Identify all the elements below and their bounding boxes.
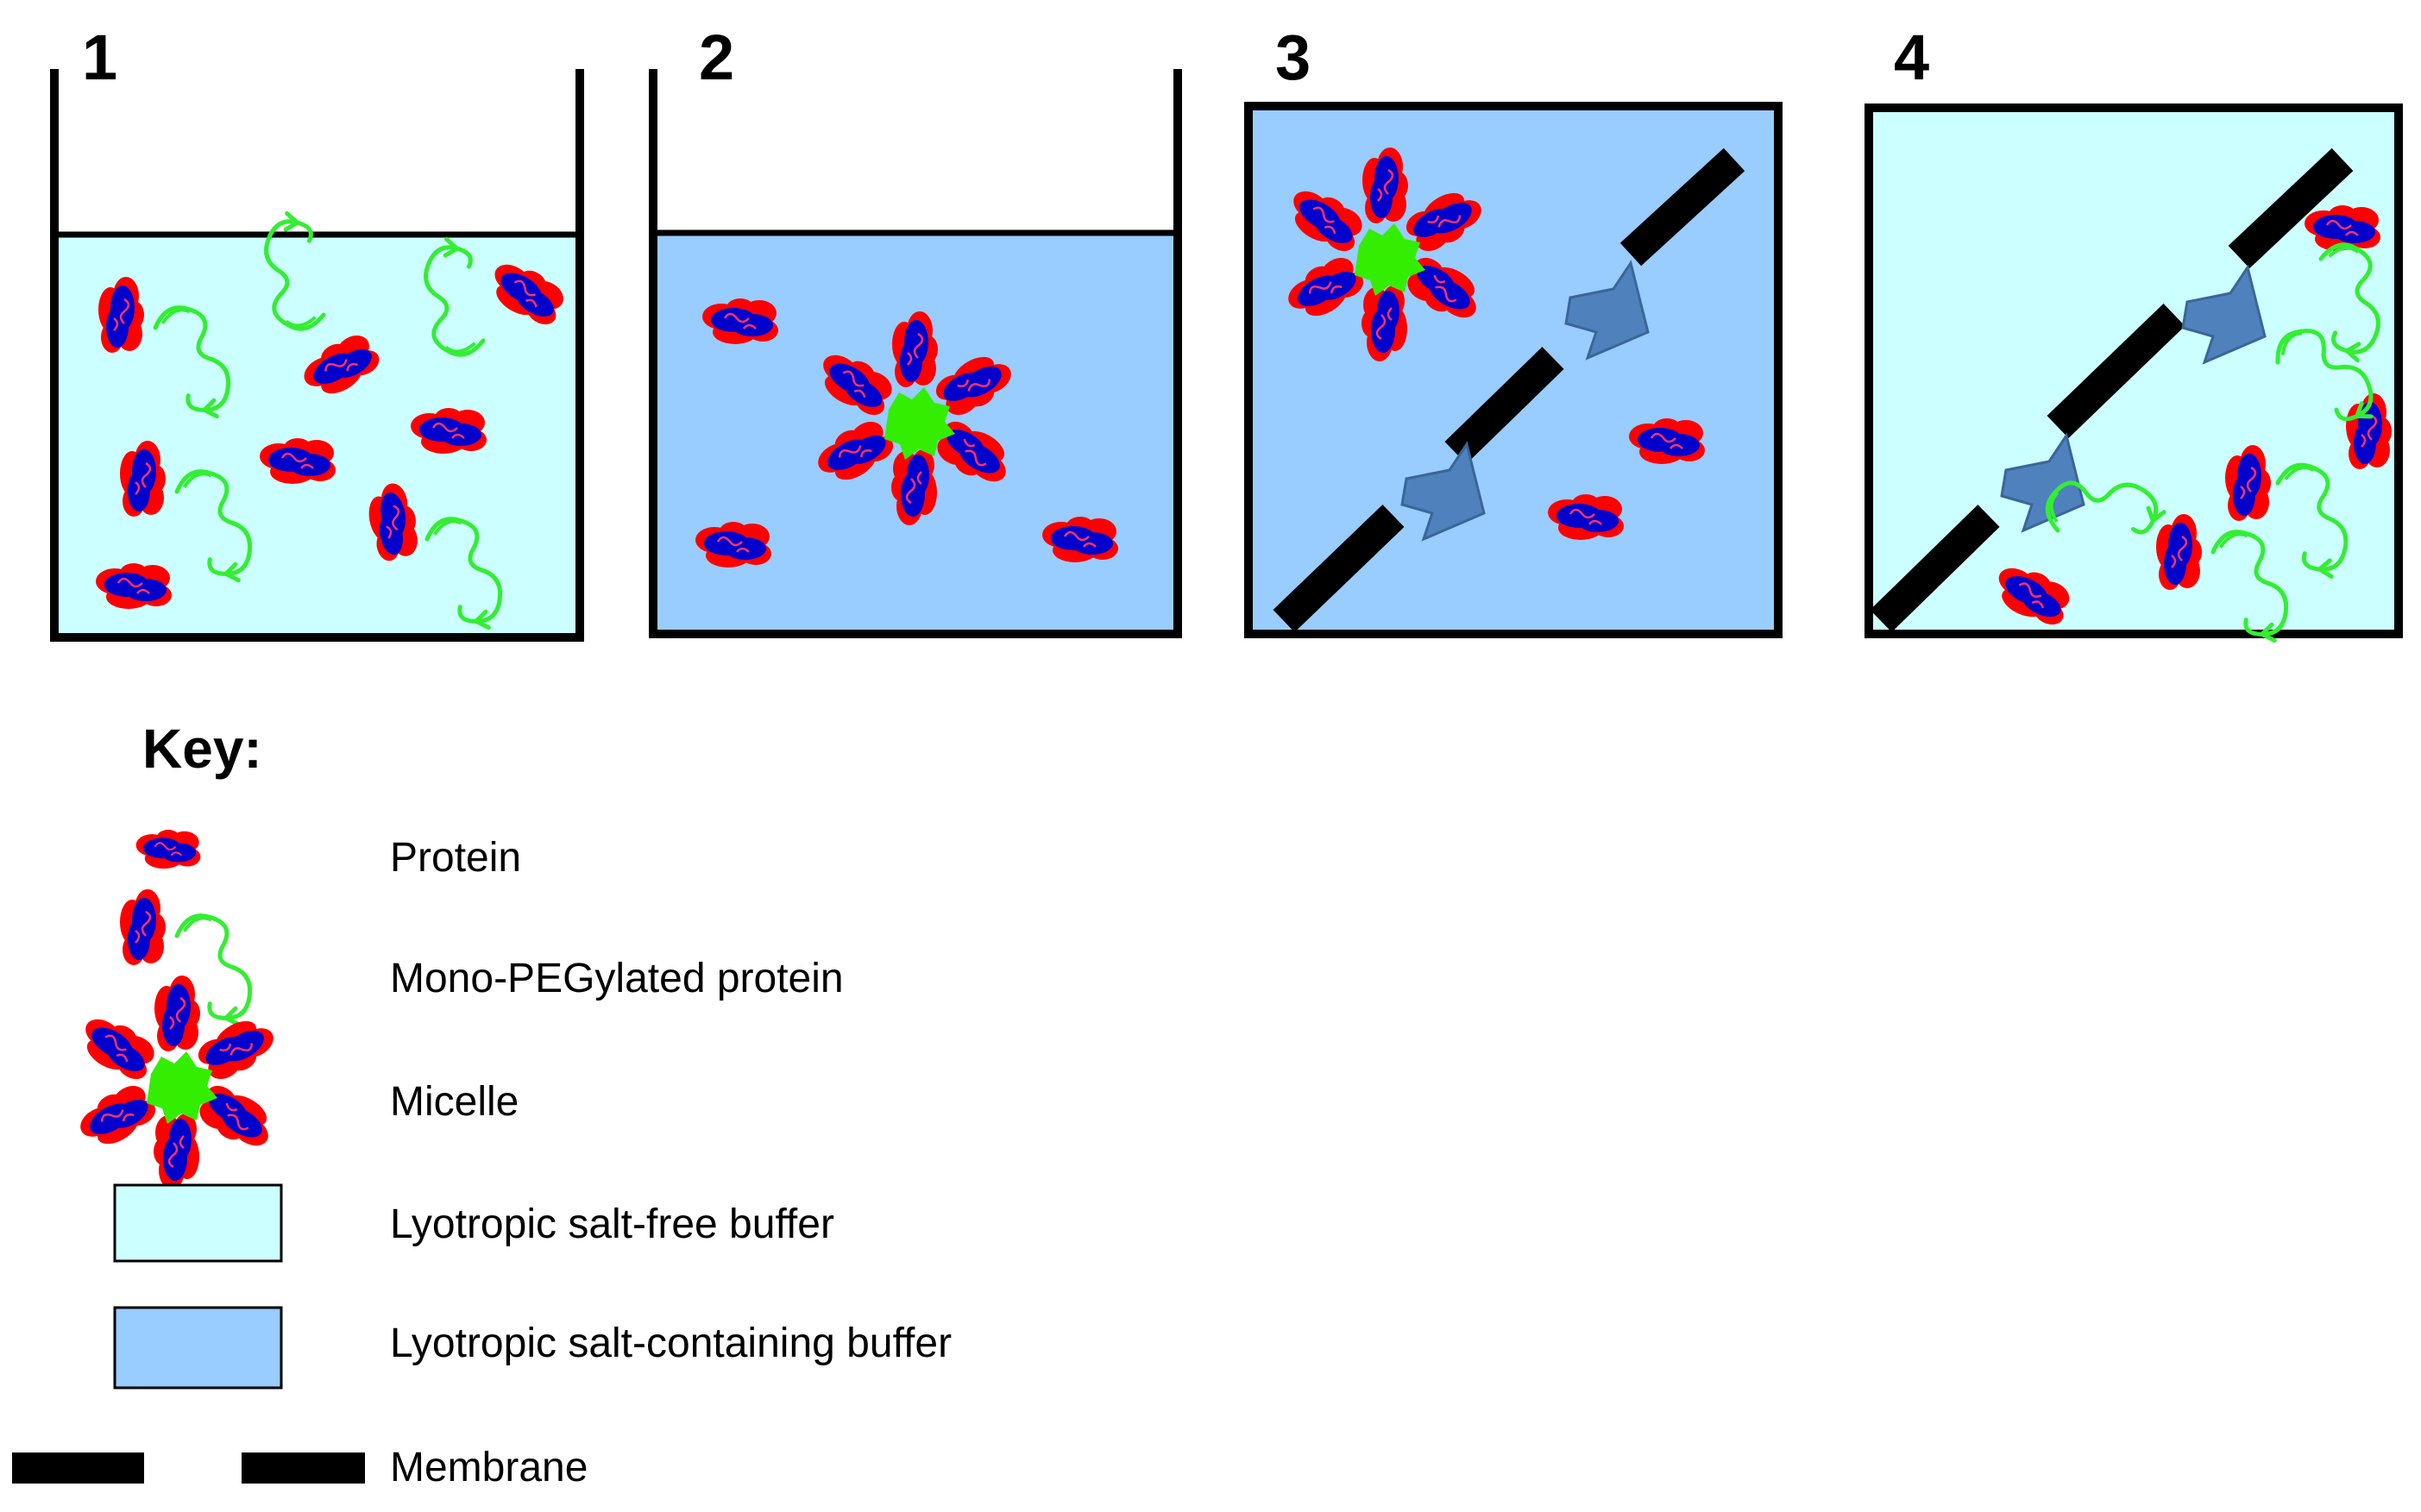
membrane xyxy=(1870,147,2354,632)
key-membrane-segment xyxy=(12,1452,144,1484)
key-salt-free-swatch xyxy=(113,1183,283,1263)
panel-3: 3 xyxy=(1244,22,1783,638)
key-label-membrane: Membrane xyxy=(390,1445,588,1490)
panel-1-number: 1 xyxy=(82,22,117,93)
panel-3-number: 3 xyxy=(1275,22,1311,93)
panel-1: 1 xyxy=(50,22,584,642)
key-label-salt-containing-buffer: Lyotropic salt-containing buffer xyxy=(390,1321,952,1366)
membrane xyxy=(1273,147,1745,632)
panel-4: 4 xyxy=(1864,22,2401,641)
panel-4-number: 4 xyxy=(1894,22,1929,93)
key-salt-containing-swatch xyxy=(113,1306,283,1390)
key-title: Key: xyxy=(142,718,262,780)
key-membrane-segment xyxy=(242,1452,365,1484)
key-micelle-symbol xyxy=(72,976,281,1189)
panel-2: 2 xyxy=(649,22,1182,638)
key: Key: Protein Mono-PEGylated protein Mice… xyxy=(12,718,952,1490)
key-label-micelle: Micelle xyxy=(390,1079,519,1125)
key-label-protein: Protein xyxy=(390,835,521,881)
panel-2-number: 2 xyxy=(699,22,734,93)
key-label-mono-pegylated-protein: Mono-PEGylated protein xyxy=(390,956,844,1001)
key-protein-symbol xyxy=(135,828,202,870)
beaker-outline xyxy=(649,69,1182,638)
key-label-salt-free-buffer: Lyotropic salt-free buffer xyxy=(390,1201,834,1247)
beaker-outline xyxy=(50,69,584,642)
